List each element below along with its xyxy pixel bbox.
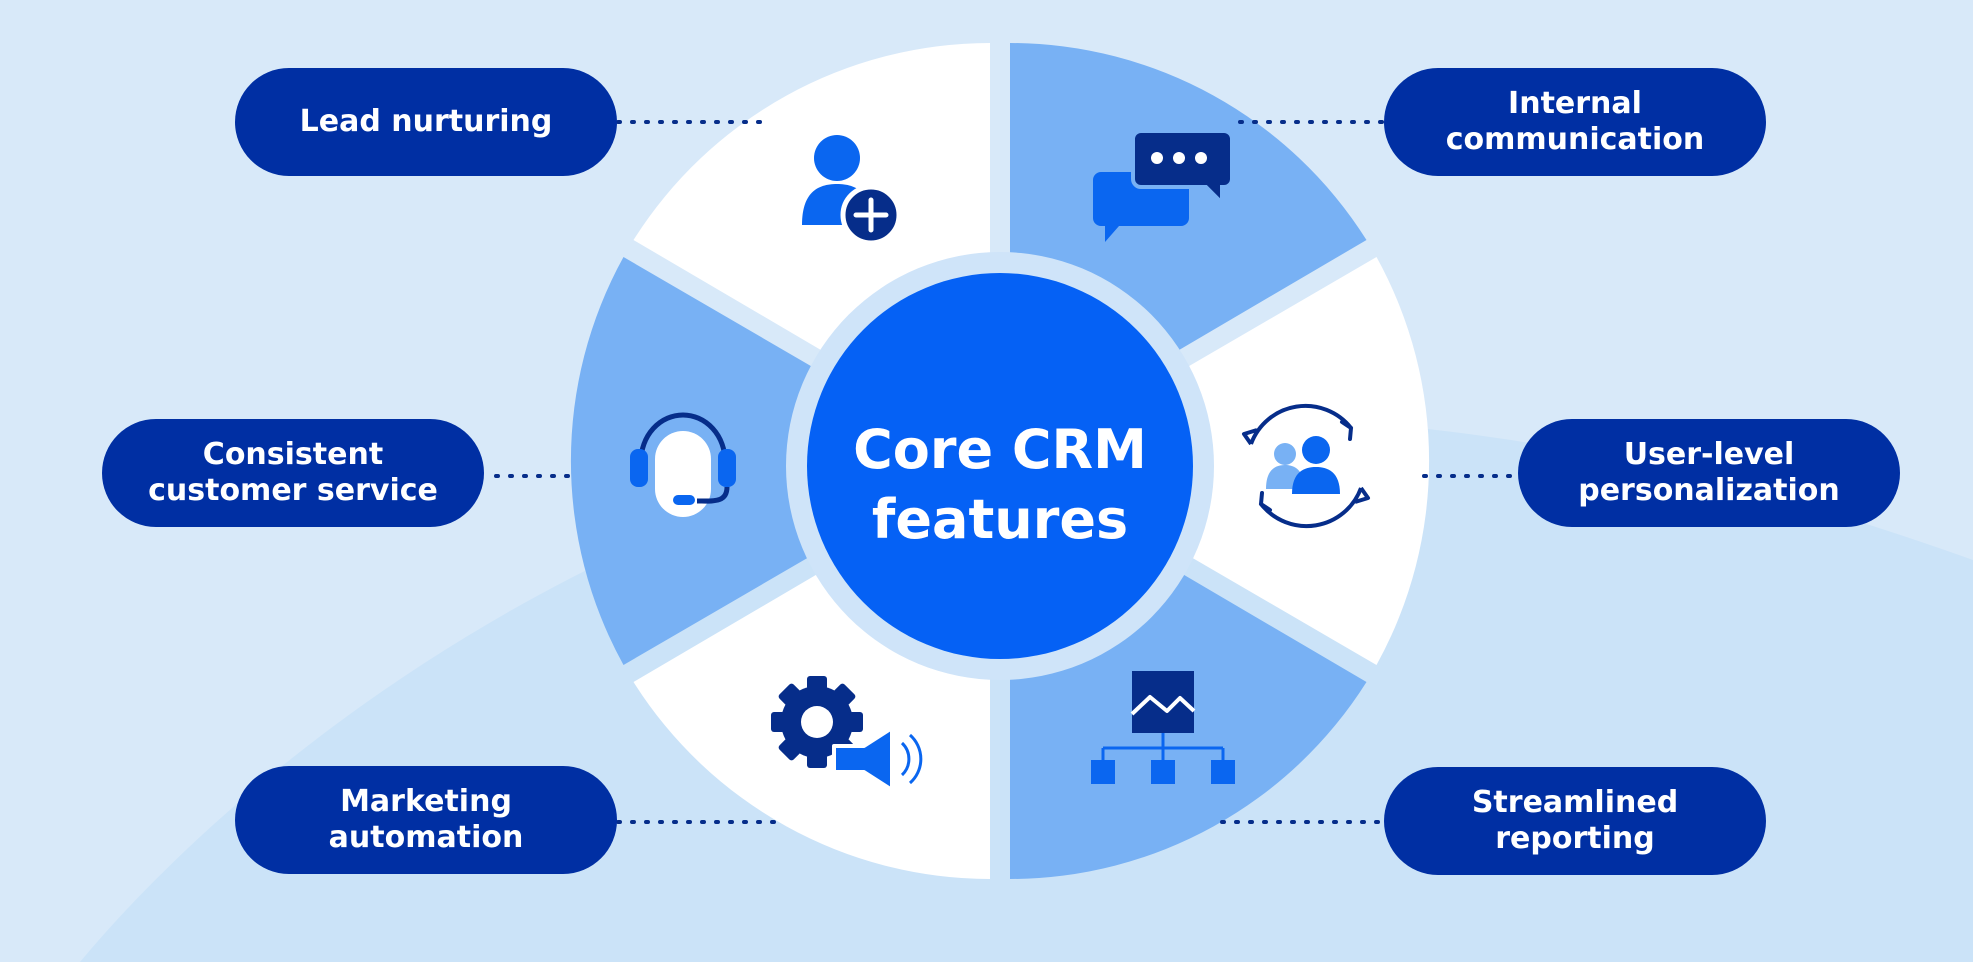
label-internal-communication-line2: communication [1445,122,1705,157]
users-cycle-icon [1242,404,1370,528]
label-user-level-personalization-line2: personalization [1578,473,1840,508]
label-lead-nurturing-line1: Lead nurturing [299,104,553,139]
org-chart-report-icon [1091,671,1235,784]
label-consistent-customer-service-line2: customer service [148,473,438,508]
center-title-line2: features [872,488,1128,551]
label-user-level-personalization: User-level personalization [1518,419,1900,527]
segment-user-level-personalization [1184,257,1430,665]
label-consistent-customer-service-line1: Consistent [202,437,384,472]
label-internal-communication: Internal communication [1384,68,1766,176]
chat-bubbles-icon [1093,129,1234,242]
connectors [494,120,1516,824]
center-title-line1: Core CRM [853,418,1147,481]
user-add-icon [802,135,902,246]
label-consistent-customer-service: Consistent customer service [102,419,484,527]
label-marketing-automation: Marketing automation [235,766,617,874]
center-circle [807,273,1193,659]
label-user-level-personalization-line1: User-level [1623,437,1795,472]
label-internal-communication-line1: Internal [1508,86,1642,121]
headset-icon [630,412,736,517]
label-marketing-automation-line2: automation [328,820,524,855]
label-marketing-automation-line1: Marketing [340,784,512,819]
gear-megaphone-icon [771,676,923,792]
label-streamlined-reporting: Streamlined reporting [1384,767,1766,875]
label-lead-nurturing: Lead nurturing [235,68,617,176]
label-streamlined-reporting-line1: Streamlined [1471,785,1679,820]
label-streamlined-reporting-line2: reporting [1495,821,1655,856]
